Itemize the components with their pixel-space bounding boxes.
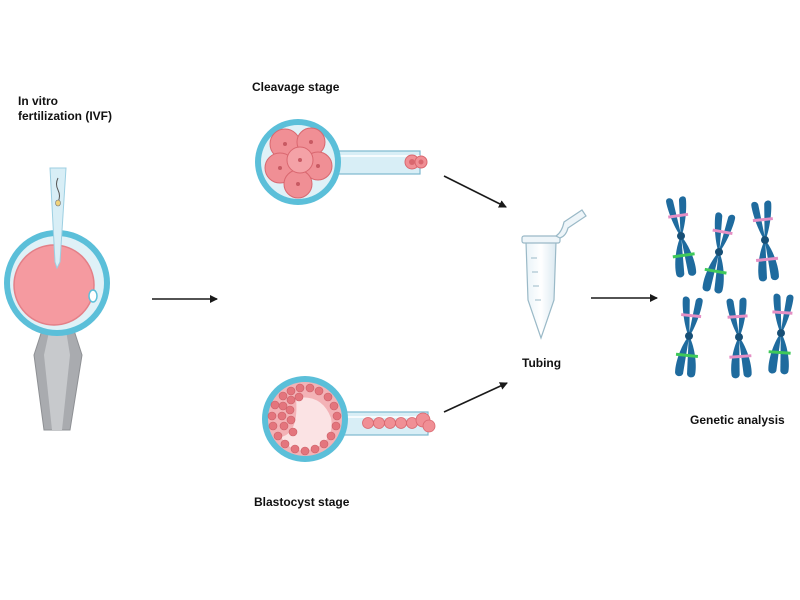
label-ivf: In vitro fertilization (IVF) (18, 94, 112, 124)
chromosome-icon (726, 297, 752, 379)
biopsy-pipette-icon (329, 150, 428, 175)
chromosome-icon (768, 293, 794, 375)
biopsy-pipette-icon (337, 411, 436, 436)
chromosome-icon (666, 196, 697, 278)
tube-icon (521, 209, 587, 340)
chromosome-icon (702, 212, 736, 294)
arrow-cleavage-to-tubing (443, 175, 507, 208)
blastocyst-embryo-illustration (262, 376, 436, 462)
chromosome-icon (675, 296, 703, 378)
injection-pipette-icon (49, 167, 67, 270)
chromosome-group-icon (666, 196, 794, 379)
label-ivf-line1: In vitro (18, 94, 59, 108)
holding-pipette-icon (33, 317, 83, 431)
label-tubing: Tubing (522, 356, 562, 370)
label-blastocyst-stage: Blastocyst stage (254, 495, 350, 509)
label-genetic-analysis: Genetic analysis (690, 413, 785, 427)
polar-body (88, 289, 98, 303)
oocyte (14, 245, 94, 325)
chromosome-icon (751, 200, 779, 282)
label-cleavage-stage: Cleavage stage (252, 80, 340, 94)
ivf-illustration (4, 167, 110, 431)
label-ivf-line2: fertilization (IVF) (18, 109, 112, 123)
cleavage-embryo-illustration (255, 119, 428, 205)
arrow-blastocyst-to-tubing (443, 382, 508, 413)
flow-arrows (152, 175, 658, 413)
